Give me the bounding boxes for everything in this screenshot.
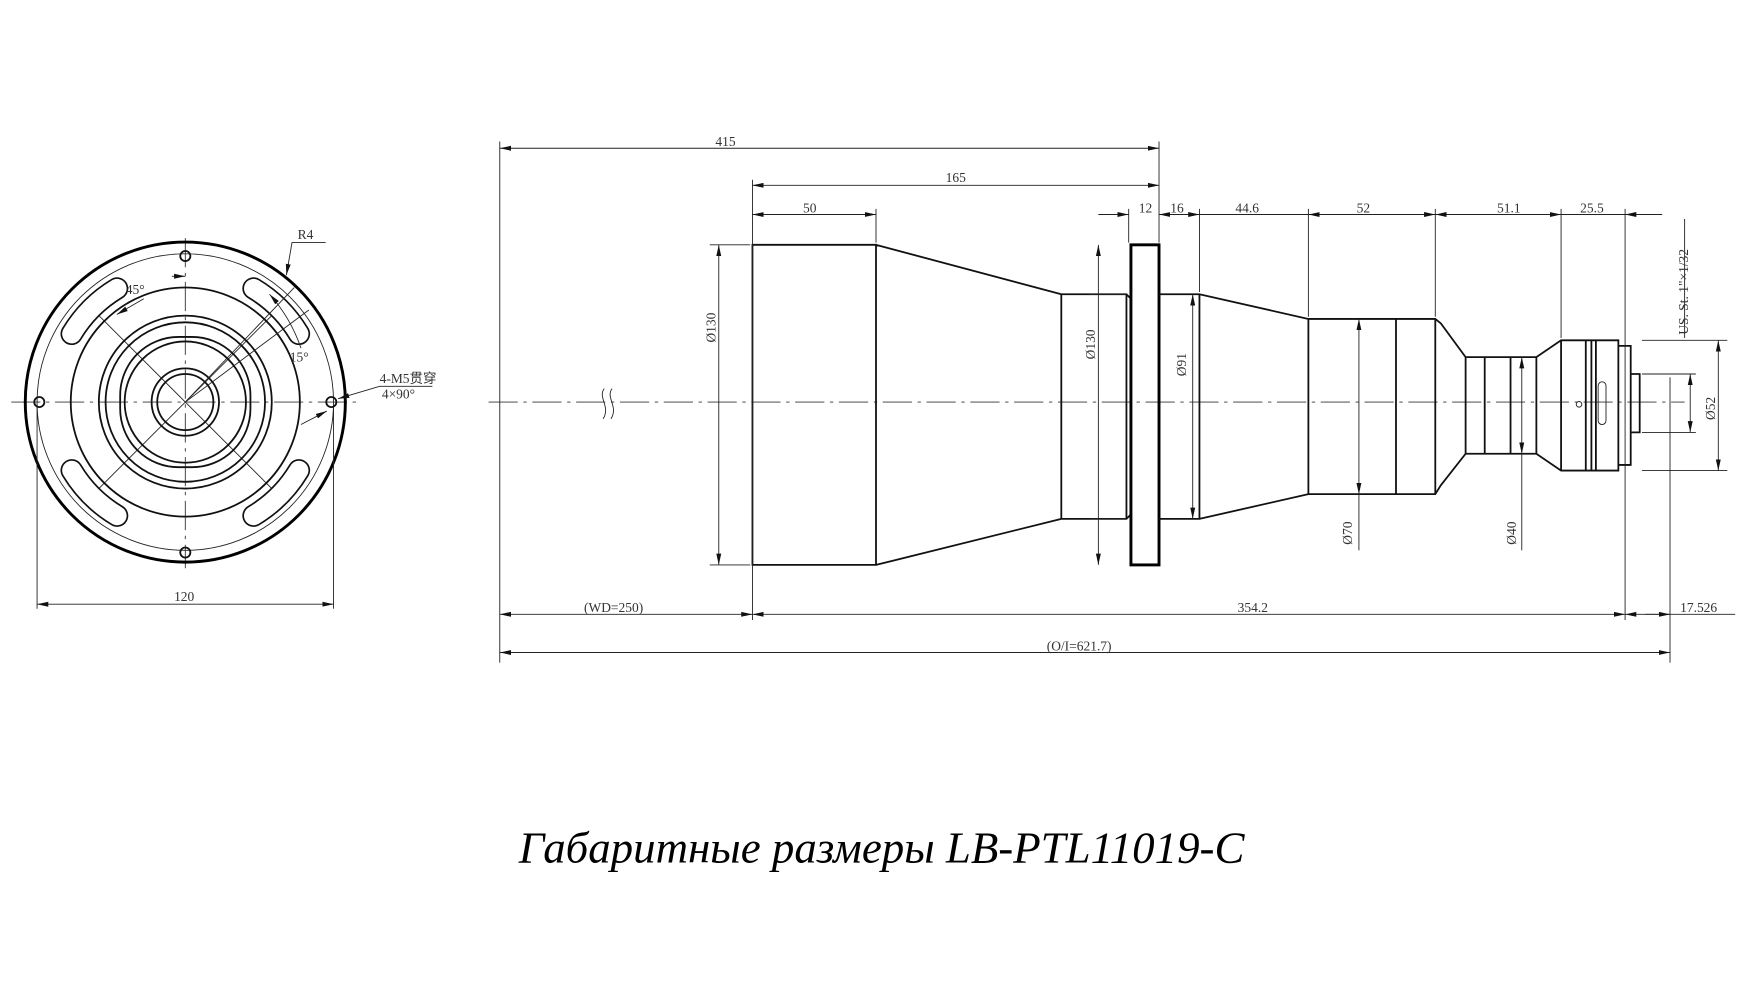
hole: [179, 546, 192, 559]
diameter-130-flange-label: Ø130: [1083, 329, 1098, 359]
hole: [33, 396, 46, 409]
extension-lines: [499, 141, 1728, 663]
dimension-12-label: 12: [1139, 200, 1152, 215]
break-symbol: [601, 388, 614, 420]
arc-slot: [244, 278, 309, 344]
arc-slot: [62, 278, 127, 344]
dimension-25-5-label: 25.5: [1580, 200, 1604, 215]
diameter-70-label: Ø70: [1340, 521, 1355, 544]
c-mount: [1618, 345, 1641, 466]
radius-leader: [285, 242, 326, 276]
holes-arrow: [300, 410, 328, 425]
front-view: 45° 15° R4 4-M5贯穿 4×90° 120: [11, 227, 437, 609]
diameter-40-label: Ø40: [1504, 521, 1519, 544]
holes-spec-label: 4-M5贯穿: [380, 371, 437, 386]
inner-square: [119, 336, 252, 469]
mounting-flange: [1129, 243, 1161, 567]
angle-arrow: [116, 298, 144, 315]
slot-feature: [1597, 381, 1607, 425]
angle-ray: [184, 287, 295, 403]
angle-ray: [185, 309, 310, 403]
side-view: 415 165 50 12 16 44.6 52 51.1 25.5 Ø130 …: [488, 134, 1736, 663]
dimension-17-526-label: 17.526: [1680, 600, 1717, 615]
diameter-91-label: Ø91: [1174, 353, 1189, 376]
dimension-16-label: 16: [1170, 200, 1184, 215]
diameter-52-label: Ø52: [1703, 397, 1718, 420]
ring-circle: [97, 314, 273, 490]
hole: [325, 396, 338, 409]
dimension-120-label: 120: [174, 589, 194, 604]
screw-hole: [1575, 401, 1583, 408]
front-barrel: [751, 243, 1132, 566]
dimension-oi-label: (O/I=621.7): [1047, 638, 1112, 653]
angle-15-label: 15°: [290, 350, 309, 365]
bore-circle: [156, 373, 215, 432]
arc-slot: [62, 460, 127, 526]
dimension-50-label: 50: [803, 200, 817, 215]
drawing-title: Габаритные размеры LB-PTL11019-C: [518, 823, 1246, 873]
dimension-51-1-label: 51.1: [1497, 200, 1521, 215]
holes-pattern-label: 4×90°: [382, 387, 415, 402]
dimension-354-2-label: 354.2: [1238, 600, 1268, 615]
rear-barrel: [1159, 293, 1620, 520]
inner-circle: [123, 340, 247, 464]
outer-flange-circle: [23, 240, 347, 564]
holes-leader: [337, 385, 433, 400]
hole: [179, 250, 192, 263]
angle-45-label: 45°: [126, 282, 145, 297]
mounting-holes: [33, 250, 338, 559]
dimension-415-label: 415: [715, 134, 735, 149]
angle-arc: [269, 293, 302, 349]
dimension-44-6-label: 44.6: [1235, 200, 1259, 215]
dimension-wd-label: (WD=250): [584, 600, 643, 615]
radius-label: R4: [298, 227, 314, 242]
dimension-52-label: 52: [1357, 200, 1370, 215]
arc-slot: [244, 460, 309, 526]
slots: [60, 277, 311, 527]
dimension-165-label: 165: [946, 170, 966, 185]
diameter-130-body-label: Ø130: [703, 312, 718, 342]
bore-circle: [150, 367, 220, 437]
ring-circle: [69, 286, 301, 518]
ring-circle: [104, 321, 266, 483]
thread-spec-label: US. St. 1"×1/32: [1676, 249, 1691, 335]
bolt-circle: [36, 253, 335, 551]
